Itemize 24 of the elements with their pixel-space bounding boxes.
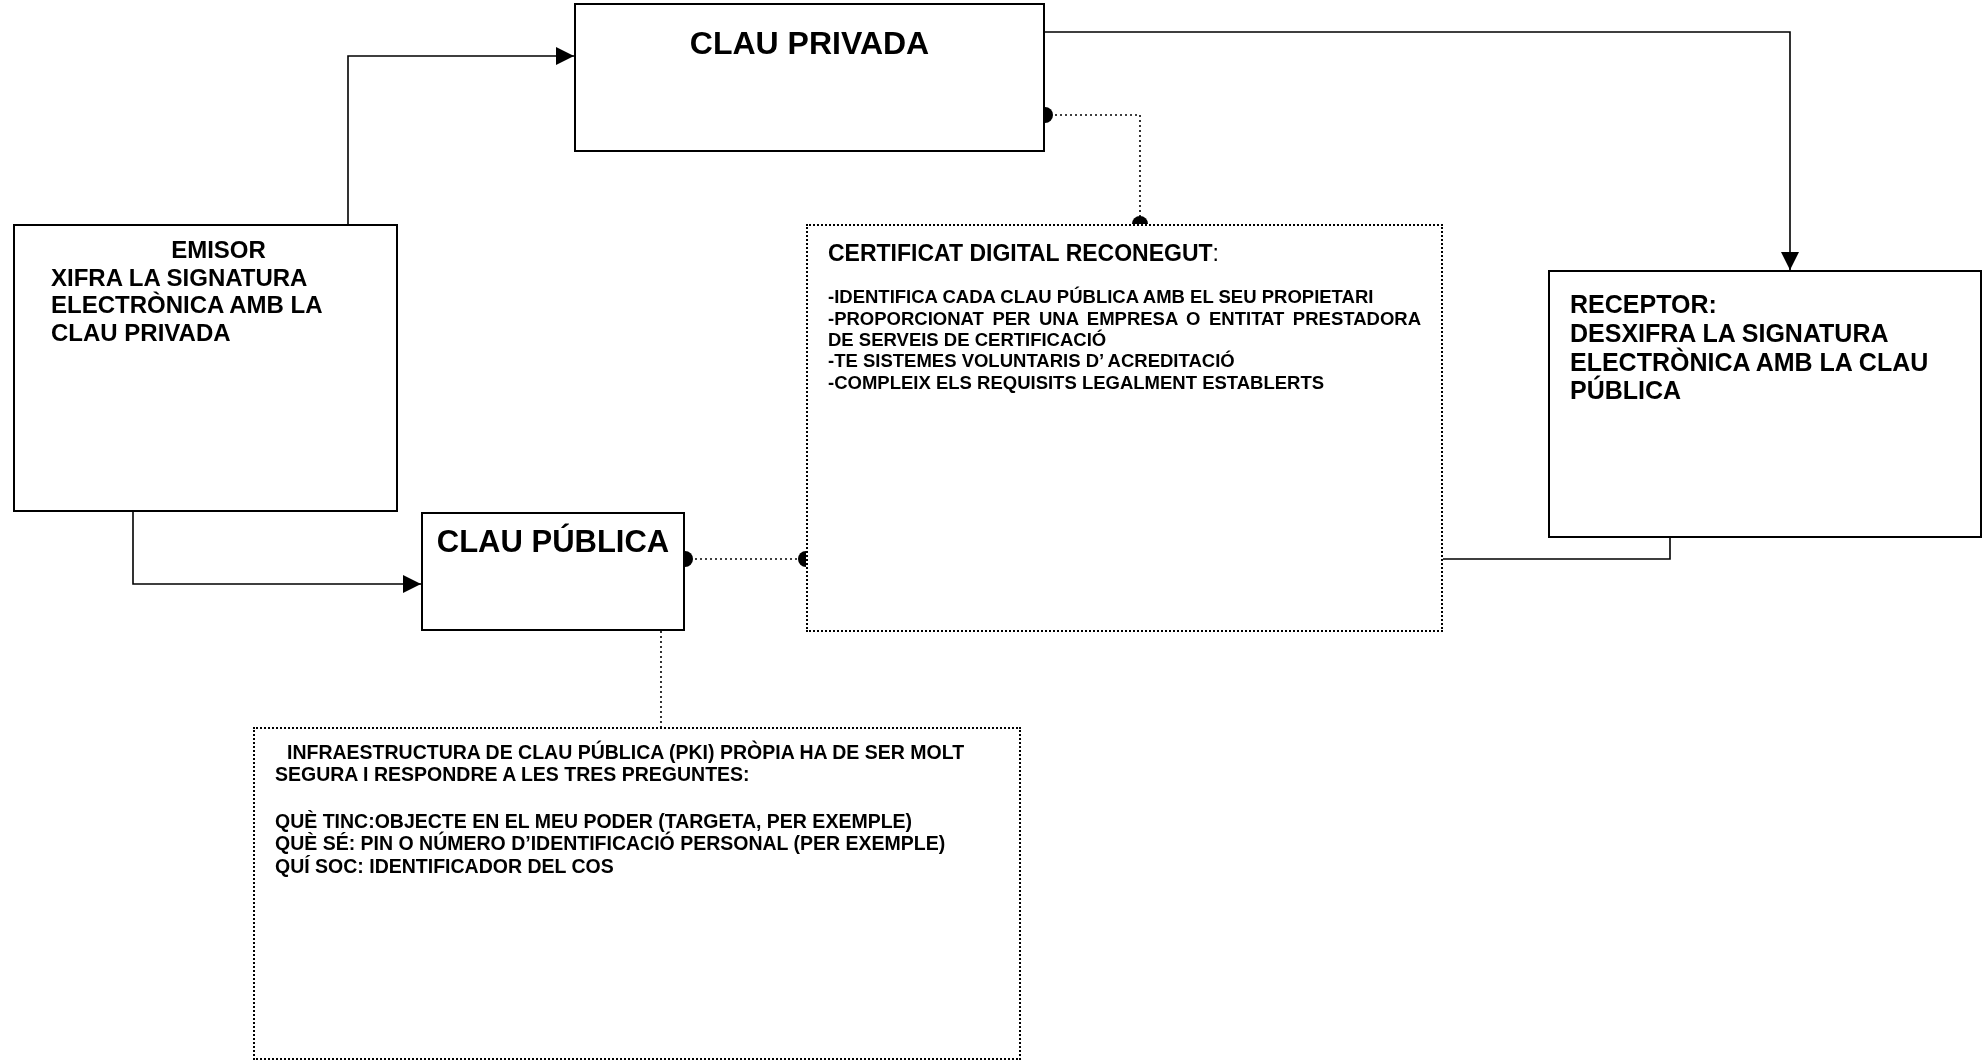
connector-arrow: [347, 47, 575, 225]
node-title: CERTIFICAT DIGITAL RECONEGUT:: [828, 240, 1220, 267]
node-title: EMISOR: [170, 236, 267, 264]
connector-arrow: [1044, 31, 1799, 271]
node-title: INFRAESTRUCTURA DE CLAU PÚBLICA (PKI) PRÒPIA HA DE SER MOLT SEGURA I RESPONDRE A LES TRES PREGUNTES:: [275, 741, 966, 786]
note-box: [253, 727, 1021, 1060]
process-box: [574, 3, 1045, 152]
node-text: QUÈ SÉ: PIN O NÚMERO D’IDENTIFICACIÓ PERSONAL (PER EXEMPLE): [275, 832, 947, 855]
node-text: CLAU PRIVADA: [688, 25, 931, 62]
node-text: CLAU PÚBLICA: [435, 524, 671, 560]
process-box: [421, 512, 685, 631]
node-text: -IDENTIFICA CADA CLAU PÚBLICA AMB EL SEU PROPIETARI: [828, 286, 1375, 308]
node-text: -COMPLEIX ELS REQUISITS LEGALMENT ESTABLERTS: [828, 371, 1326, 393]
note-box: [806, 224, 1443, 632]
process-box: [1548, 270, 1982, 538]
node-title: RECEPTOR:: [1570, 290, 1718, 319]
node-text: DESXIFRA LA SIGNATURA ELECTRÒNICA AMB LA CLAU PÚBLICA: [1570, 318, 1930, 405]
connector-arrow: [132, 511, 422, 593]
dotted-connector: [660, 630, 662, 728]
process-box: [13, 224, 398, 512]
node-text: QUÍ SOC: IDENTIFICADOR DEL COS: [275, 854, 615, 878]
node-text: -TE SISTEMES VOLUNTARIS D’ ACREDITACIÓ: [828, 350, 1236, 372]
node-text: XIFRA LA SIGNATURA ELECTRÒNICA AMB LA CLAU PRIVADA: [51, 263, 323, 347]
node-text: -PROPORCIONAT PER UNA EMPRESA O ENTITAT PRESTADORA DE SERVEIS DE CERTIFICACIÓ: [828, 307, 1421, 350]
